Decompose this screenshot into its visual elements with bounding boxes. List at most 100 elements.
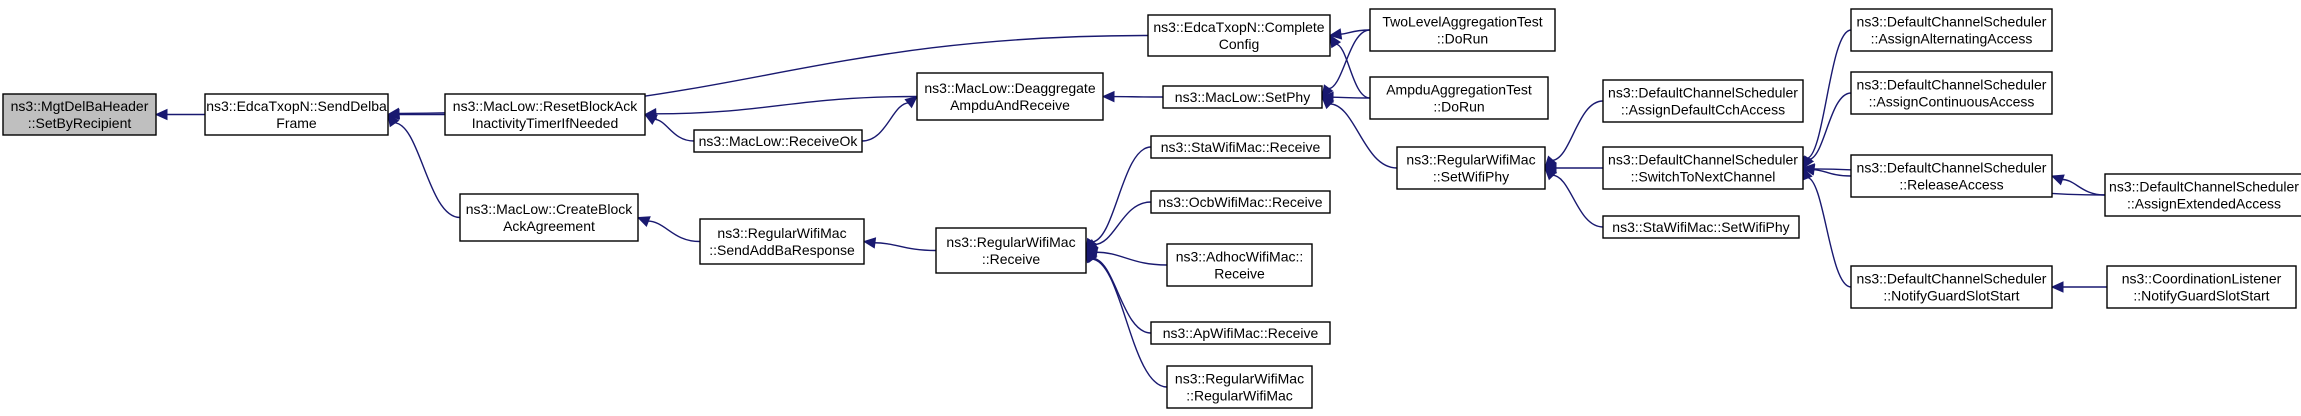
node-box [459, 193, 639, 242]
node-label-line: InactivityTimerIfNeeded [472, 115, 619, 131]
node-box [1147, 14, 1331, 57]
node-box [1150, 321, 1331, 345]
node-label-line: Receive [1214, 266, 1265, 282]
node-label-line: ::AssignExtendedAccess [2127, 196, 2281, 212]
node-label-line: ::NotifyGuardSlotStart [2133, 288, 2269, 304]
function-node[interactable]: ns3::OcbWifiMac::Receive [1150, 190, 1331, 214]
node-box [1850, 8, 2053, 52]
function-node[interactable]: ns3::DefaultChannelScheduler::SwitchToNe… [1602, 146, 1804, 190]
function-node[interactable]: ns3::MacLow::ReceiveOk [693, 129, 863, 153]
function-node[interactable]: ns3::AdhocWifiMac::Receive [1166, 243, 1313, 287]
node-label-line: ns3::ApWifiMac::Receive [1163, 325, 1319, 341]
node-box [1850, 71, 2053, 115]
edge-arrowhead [2050, 174, 2065, 186]
function-node[interactable]: TwoLevelAggregationTest::DoRun [1369, 8, 1556, 52]
edge-arrowhead [1321, 84, 1334, 98]
node-label-line: ns3::DefaultChannelScheduler [1857, 14, 2047, 30]
edge-arrowhead [1101, 90, 1115, 103]
function-node[interactable]: ns3::MacLow::ResetBlockAckInactivityTime… [444, 93, 646, 136]
node-label-line: ns3::AdhocWifiMac:: [1176, 249, 1304, 265]
node-box [1369, 8, 1556, 52]
node-box [1850, 265, 2053, 309]
edge-arrowhead [636, 216, 651, 228]
function-node[interactable]: ns3::StaWifiMac::SetWifiPhy [1602, 215, 1800, 239]
function-node[interactable]: ns3::RegularWifiMac::SetWifiPhy [1396, 146, 1546, 190]
node-label-line: ns3::RegularWifiMac [717, 225, 846, 241]
edge-arrowhead [386, 107, 401, 120]
call-edge [1327, 29, 1371, 90]
function-node[interactable]: ns3::ApWifiMac::Receive [1150, 321, 1331, 345]
edge-arrowhead [643, 113, 658, 126]
edge-arrowhead [387, 113, 400, 128]
function-node[interactable]: ns3::DefaultChannelScheduler::NotifyGuar… [1850, 265, 2053, 309]
function-node[interactable]: ns3::DefaultChannelScheduler::AssignExte… [2104, 173, 2301, 217]
node-label-line: ::AssignContinuousAccess [1869, 94, 2035, 110]
function-node[interactable]: ns3::DefaultChannelScheduler::AssignAlte… [1850, 8, 2053, 52]
node-label-line: ns3::DefaultChannelScheduler [1857, 77, 2047, 93]
edges-layer [154, 28, 2107, 388]
node-label-line: Config [1219, 36, 1259, 52]
node-box [935, 227, 1087, 274]
node-box [444, 93, 646, 136]
function-node[interactable]: AmpduAggregationTest::DoRun [1369, 76, 1549, 120]
edge-arrowhead [2050, 281, 2064, 293]
node-label-line: ns3::CoordinationListener [2122, 271, 2282, 287]
function-node[interactable]: ns3::CoordinationListener::NotifyGuardSl… [2106, 265, 2297, 309]
node-box [1166, 243, 1313, 287]
root-function-node[interactable]: ns3::MgtDelBaHeader::SetByRecipient [2, 93, 157, 136]
node-box [1602, 215, 1800, 239]
node-label-line: ns3::MacLow::SetPhy [1175, 89, 1310, 105]
function-node[interactable]: ns3::StaWifiMac::Receive [1150, 135, 1331, 159]
node-label-line: Frame [276, 115, 317, 131]
edge-arrowhead [1802, 155, 1815, 170]
node-label-line: ns3::EdcaTxopN::SendDelba [206, 98, 387, 114]
node-box [2, 93, 157, 136]
node-label-line: ::NotifyGuardSlotStart [1883, 288, 2019, 304]
edge-arrowhead [1328, 28, 1343, 40]
node-label-line: ns3::MacLow::ResetBlockAck [453, 98, 638, 114]
nodes-layer: ns3::MgtDelBaHeader::SetByRecipientns3::… [2, 8, 2301, 409]
node-label-line: ns3::DefaultChannelScheduler [1608, 85, 1798, 101]
call-edge [1551, 100, 1604, 162]
node-label-line: ns3::OcbWifiMac::Receive [1158, 194, 1322, 210]
function-node[interactable]: ns3::DefaultChannelScheduler::ReleaseAcc… [1850, 154, 2053, 198]
node-label-line: ns3::EdcaTxopN::Complete [1153, 19, 1324, 35]
function-node[interactable]: ns3::DefaultChannelScheduler::AssignDefa… [1602, 79, 1804, 123]
function-node[interactable]: ns3::MacLow::SetPhy [1162, 85, 1323, 109]
node-label-line: ns3::MacLow::Deaggregate [924, 80, 1095, 96]
node-label-line: ns3::DefaultChannelScheduler [2109, 179, 2299, 195]
node-label-line: ::SendAddBaResponse [709, 242, 855, 258]
node-label-line: ::DoRun [1433, 99, 1484, 115]
node-box [1166, 365, 1313, 409]
node-box [1602, 79, 1804, 123]
call-edge [647, 220, 701, 243]
call-edge [861, 102, 910, 142]
node-label-line: ns3::MacLow::CreateBlock [466, 201, 634, 217]
function-node[interactable]: ns3::RegularWifiMac::RegularWifiMac [1166, 365, 1313, 409]
call-edge [1812, 168, 1852, 177]
node-box [2104, 173, 2301, 217]
node-label-line: ns3::DefaultChannelScheduler [1608, 152, 1798, 168]
node-label-line: ns3::MgtDelBaHeader [11, 98, 149, 114]
edge-arrowhead [1544, 167, 1558, 181]
edge-arrowhead [1321, 96, 1335, 110]
node-label-line: ns3::StaWifiMac::Receive [1161, 139, 1321, 155]
function-node[interactable]: ns3::DefaultChannelScheduler::AssignCont… [1850, 71, 2053, 115]
node-box [916, 72, 1104, 121]
call-edge [873, 242, 937, 252]
node-label-line: ::AssignAlternatingAccess [1871, 31, 2033, 47]
node-box [1396, 146, 1546, 190]
function-node[interactable]: ns3::RegularWifiMac::SendAddBaResponse [699, 218, 865, 265]
node-box [699, 218, 865, 265]
call-edge [393, 121, 461, 219]
node-box [1602, 146, 1804, 190]
function-node[interactable]: ns3::RegularWifiMac::Receive [935, 227, 1087, 274]
node-box [1369, 76, 1549, 120]
edge-arrowhead [1329, 34, 1342, 49]
node-box [2106, 265, 2297, 309]
node-label-line: AckAgreement [503, 218, 595, 234]
